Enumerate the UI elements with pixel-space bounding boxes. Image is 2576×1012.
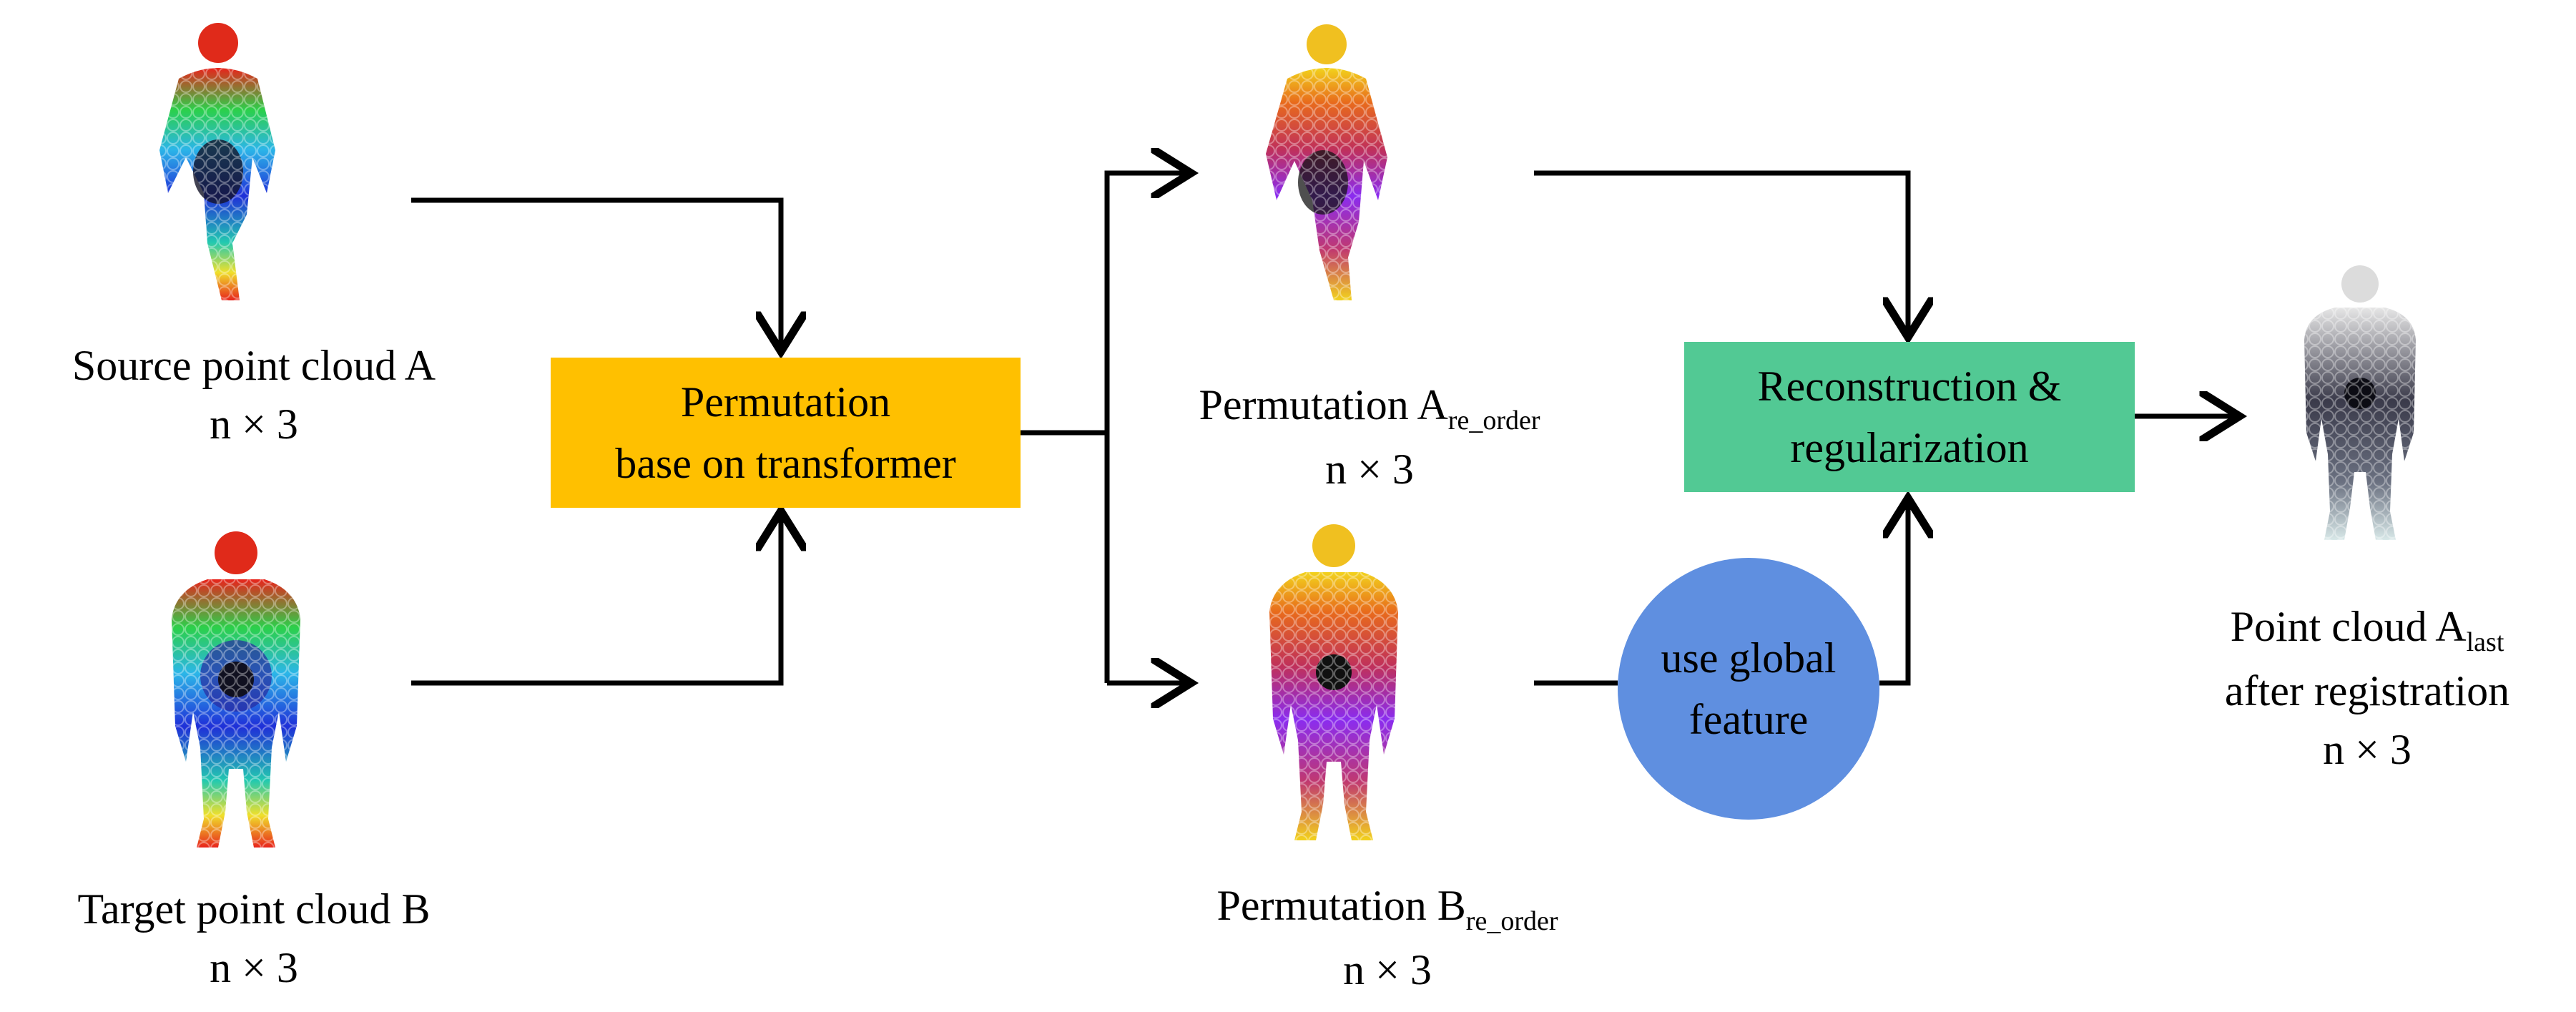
arrow-target-to-permutation xyxy=(411,514,781,686)
registered-point-cloud-icon xyxy=(2304,265,2416,540)
result-subscript: last xyxy=(2466,627,2504,657)
permutation-box-line2: base on transformer xyxy=(615,440,956,487)
reconstruction-regularization-box: Reconstruction & regularization xyxy=(1684,342,2135,492)
permutation-transformer-box: Permutation base on transformer xyxy=(551,358,1021,508)
perm-b-subscript: re_order xyxy=(1465,906,1558,936)
perm-b-title: Permutation B xyxy=(1216,882,1466,929)
target-label: Target point cloud B n × 3 xyxy=(14,880,493,997)
source-point-cloud-icon xyxy=(159,23,275,300)
reconstruction-box-line1: Reconstruction & xyxy=(1757,363,2062,410)
target-title: Target point cloud B xyxy=(77,885,431,933)
perm-b-dims: n × 3 xyxy=(1343,946,1432,993)
result-line2: after registration xyxy=(2224,667,2510,714)
perm-a-title: Permutation A xyxy=(1199,381,1448,428)
source-title: Source point cloud A xyxy=(72,342,436,389)
arrow-global-feature-to-reconstruction xyxy=(1879,501,1908,686)
perm-b-label: Permutation Bre_order n × 3 xyxy=(1134,876,1641,999)
arrow-source-to-permutation xyxy=(411,197,781,349)
result-label: Point cloud Alast after registration n ×… xyxy=(2174,597,2560,779)
result-dims: n × 3 xyxy=(2323,726,2412,773)
source-label: Source point cloud A n × 3 xyxy=(14,336,493,453)
arrow-perm-a-to-reconstruction xyxy=(1534,170,1908,335)
global-feature-line1: use global xyxy=(1661,634,1837,682)
source-dims: n × 3 xyxy=(210,401,298,448)
perm-a-label: Permutation Are_order n × 3 xyxy=(1116,375,1623,498)
permutation-box-line1: Permutation xyxy=(680,378,891,426)
result-title: Point cloud A xyxy=(2230,603,2467,650)
reconstruction-box-line2: regularization xyxy=(1790,424,2029,471)
perm-a-subscript: re_order xyxy=(1447,406,1540,436)
global-feature-circle: use global feature xyxy=(1618,558,1879,820)
permutation-a-icon xyxy=(1266,24,1387,300)
arrow-split-to-perm-a xyxy=(1104,173,1189,683)
target-dims: n × 3 xyxy=(210,944,298,991)
permutation-b-icon xyxy=(1269,524,1398,840)
target-point-cloud-icon xyxy=(172,531,300,848)
global-feature-line2: feature xyxy=(1688,696,1809,743)
perm-a-dims: n × 3 xyxy=(1325,446,1414,493)
